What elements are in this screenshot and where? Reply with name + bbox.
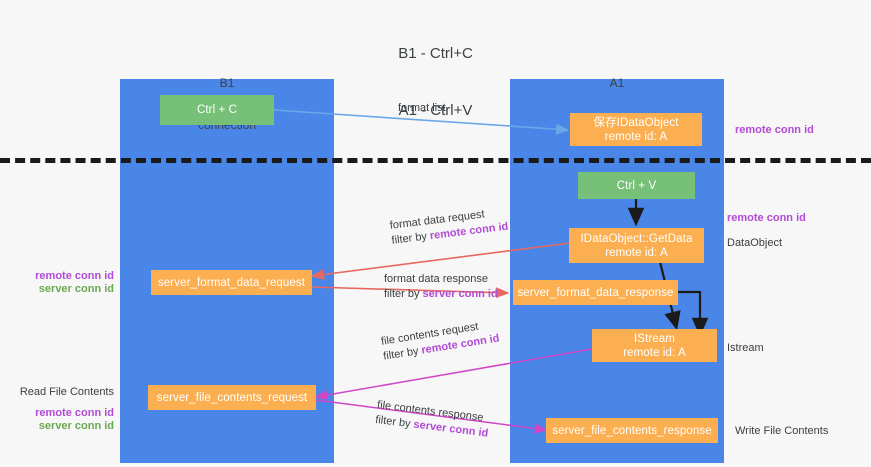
annotation-right-remote-conn-id-1: remote conn id: [735, 124, 814, 136]
edge-label-format-list-text: format list: [398, 102, 446, 114]
node-ctrl-c-label: Ctrl + C: [196, 104, 238, 116]
annotation-left-read-file-contents: Read File Contents: [19, 386, 114, 398]
filter-key-server-conn-id-1: server conn id: [422, 288, 498, 300]
node-ctrl-v-label: Ctrl + V: [616, 179, 657, 192]
edge-label-format-data-response: format data response filter by server co…: [384, 272, 498, 302]
node-istream-sub: remote id: A: [623, 346, 686, 359]
column-header-b1-line1: B1: [219, 76, 235, 90]
node-server-file-contents-response[interactable]: server_file_contents_response: [546, 418, 718, 443]
edge-label-file-contents-request: file contents request filter by remote c…: [380, 317, 501, 365]
node-save-idataobject[interactable]: 保存IDataObject remote id: A: [570, 113, 702, 146]
annotation-right-istream: Istream: [727, 342, 764, 354]
node-server-file-contents-request-label: server_file_contents_request: [156, 391, 308, 404]
edge-label-format-data-response-line1: format data response: [384, 273, 488, 285]
edge-label-format-data-request: format data request filter by remote con…: [389, 205, 509, 249]
edge-label-format-list: format list: [398, 101, 446, 116]
node-server-file-contents-request[interactable]: server_file_contents_request: [148, 385, 316, 410]
node-idataobject-getdata-label: IDataObject::GetData: [580, 232, 693, 245]
node-istream[interactable]: IStream remote id: A: [592, 329, 717, 362]
node-server-format-data-response-label: server_format_data_response: [517, 286, 674, 299]
node-ctrl-v[interactable]: Ctrl + V: [578, 172, 695, 199]
annotation-right-dataobject: DataObject: [727, 237, 783, 249]
title-line-2: A1 - Ctrl+V: [398, 102, 473, 119]
annotation-left-server-conn-id-1: server conn id: [38, 283, 114, 295]
column-header-a1-line1: A1: [609, 76, 625, 90]
filter-prefix-1: filter by: [390, 230, 431, 247]
node-idataobject-getdata-sub: remote id: A: [605, 246, 668, 259]
annotation-left-server-conn-id-2: server conn id: [38, 420, 114, 432]
node-server-format-data-request[interactable]: server_format_data_request: [151, 270, 312, 295]
node-server-format-data-request-label: server_format_data_request: [157, 276, 306, 289]
node-save-idataobject-sub: remote id: A: [604, 130, 668, 143]
edge-label-format-data-response-line2: filter by server conn id: [384, 287, 498, 302]
node-idataobject-getdata[interactable]: IDataObject::GetData remote id: A: [569, 228, 704, 263]
node-save-idataobject-label: 保存IDataObject: [593, 116, 679, 129]
annotation-right-write-file-contents: Write File Contents: [735, 425, 829, 437]
section-divider: [0, 158, 871, 163]
node-server-format-data-response[interactable]: server_format_data_response: [513, 280, 678, 305]
filter-prefix-4: filter by: [374, 413, 415, 431]
node-server-file-contents-response-label: server_file_contents_response: [552, 424, 712, 437]
title-line-1: B1 - Ctrl+C: [398, 45, 473, 62]
node-ctrl-c[interactable]: Ctrl + C: [160, 95, 274, 125]
annotation-left-remote-conn-id-1: remote conn id: [35, 270, 114, 282]
node-istream-label: IStream: [634, 332, 675, 345]
annotation-right-remote-conn-id-2: remote conn id: [727, 212, 806, 224]
filter-prefix-2: filter by: [384, 288, 423, 300]
diagram-title: B1 - Ctrl+C A1 - Ctrl+V: [0, 6, 871, 158]
annotation-left-remote-conn-id-2: remote conn id: [35, 407, 114, 419]
edge-label-file-contents-response: file contents response filter by server …: [374, 398, 491, 442]
